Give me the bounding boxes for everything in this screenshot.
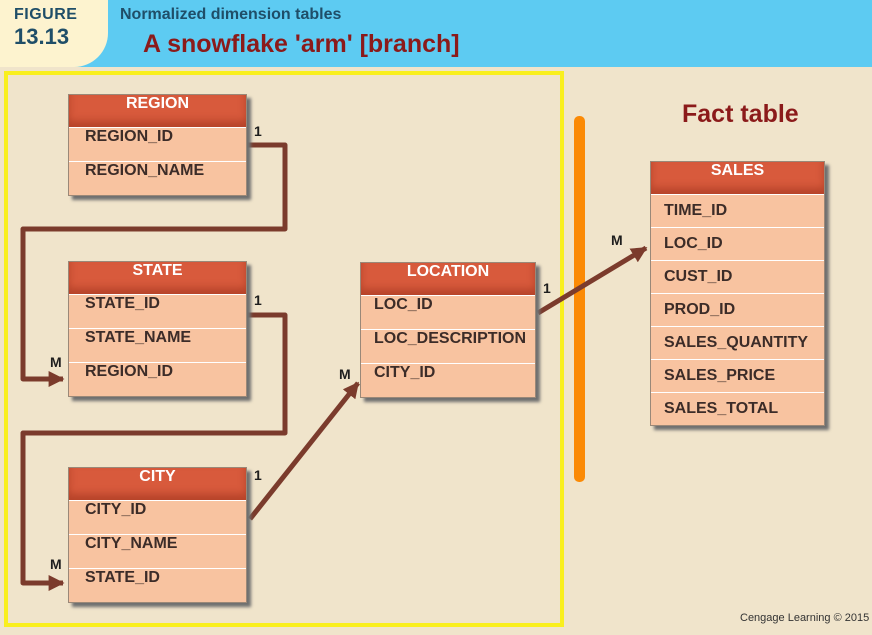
cardinality-many-state: M bbox=[50, 354, 62, 370]
table-column: STATE_NAME bbox=[69, 328, 246, 362]
connector-state-city bbox=[20, 312, 288, 592]
table-column: CUST_ID bbox=[651, 260, 824, 293]
table-title: CITY bbox=[69, 468, 246, 500]
table-column: CITY_NAME bbox=[69, 534, 246, 568]
table-column: STATE_ID bbox=[69, 568, 246, 602]
connector-city-location bbox=[248, 381, 360, 521]
table-column: REGION_NAME bbox=[69, 161, 246, 195]
table-column: SALES_QUANTITY bbox=[651, 326, 824, 359]
table-column: TIME_ID bbox=[651, 194, 824, 227]
table-column: LOC_ID bbox=[651, 227, 824, 260]
table-title: STATE bbox=[69, 262, 246, 294]
table-column: LOC_DESCRIPTION bbox=[361, 329, 535, 363]
figure-header: FIGURE 13.13 Normalized dimension tables… bbox=[0, 0, 872, 67]
figure-number: 13.13 bbox=[14, 24, 70, 49]
table-column: REGION_ID bbox=[69, 127, 246, 161]
fact-divider-bar bbox=[574, 116, 585, 482]
cardinality-many-location: M bbox=[339, 366, 351, 382]
table-column: CITY_ID bbox=[361, 363, 535, 397]
figure-label: FIGURE bbox=[14, 6, 78, 23]
table-column: SALES_TOTAL bbox=[651, 392, 824, 425]
location-table: LOCATION LOC_ID LOC_DESCRIPTION CITY_ID bbox=[360, 262, 536, 398]
cardinality-one-region: 1 bbox=[254, 123, 262, 139]
table-title: SALES bbox=[651, 162, 824, 194]
figure-subtitle: Normalized dimension tables bbox=[120, 6, 342, 23]
connector-location-sales bbox=[536, 245, 648, 316]
table-title: LOCATION bbox=[361, 263, 535, 295]
cardinality-one-city: 1 bbox=[254, 467, 262, 483]
state-table: STATE STATE_ID STATE_NAME REGION_ID bbox=[68, 261, 247, 397]
table-column: LOC_ID bbox=[361, 295, 535, 329]
table-column: STATE_ID bbox=[69, 294, 246, 328]
cardinality-one-state: 1 bbox=[254, 292, 262, 308]
cardinality-many-sales: M bbox=[611, 232, 623, 248]
diagram-title: A snowflake 'arm' [branch] bbox=[143, 30, 460, 58]
connector-region-state bbox=[20, 142, 288, 388]
cardinality-many-city: M bbox=[50, 556, 62, 572]
city-table: CITY CITY_ID CITY_NAME STATE_ID bbox=[68, 467, 247, 603]
sales-table: SALES TIME_ID LOC_ID CUST_ID PROD_ID SAL… bbox=[650, 161, 825, 426]
table-column: CITY_ID bbox=[69, 500, 246, 534]
table-column: SALES_PRICE bbox=[651, 359, 824, 392]
region-table: REGION REGION_ID REGION_NAME bbox=[68, 94, 247, 196]
table-column: PROD_ID bbox=[651, 293, 824, 326]
table-column: REGION_ID bbox=[69, 362, 246, 396]
table-title: REGION bbox=[69, 95, 246, 127]
figure-tag: FIGURE 13.13 bbox=[0, 0, 108, 67]
fact-table-label: Fact table bbox=[682, 100, 799, 128]
snowflake-arm-frame bbox=[4, 71, 564, 627]
cardinality-one-location: 1 bbox=[543, 280, 551, 296]
copyright-notice: Cengage Learning © 2015 bbox=[740, 612, 870, 624]
